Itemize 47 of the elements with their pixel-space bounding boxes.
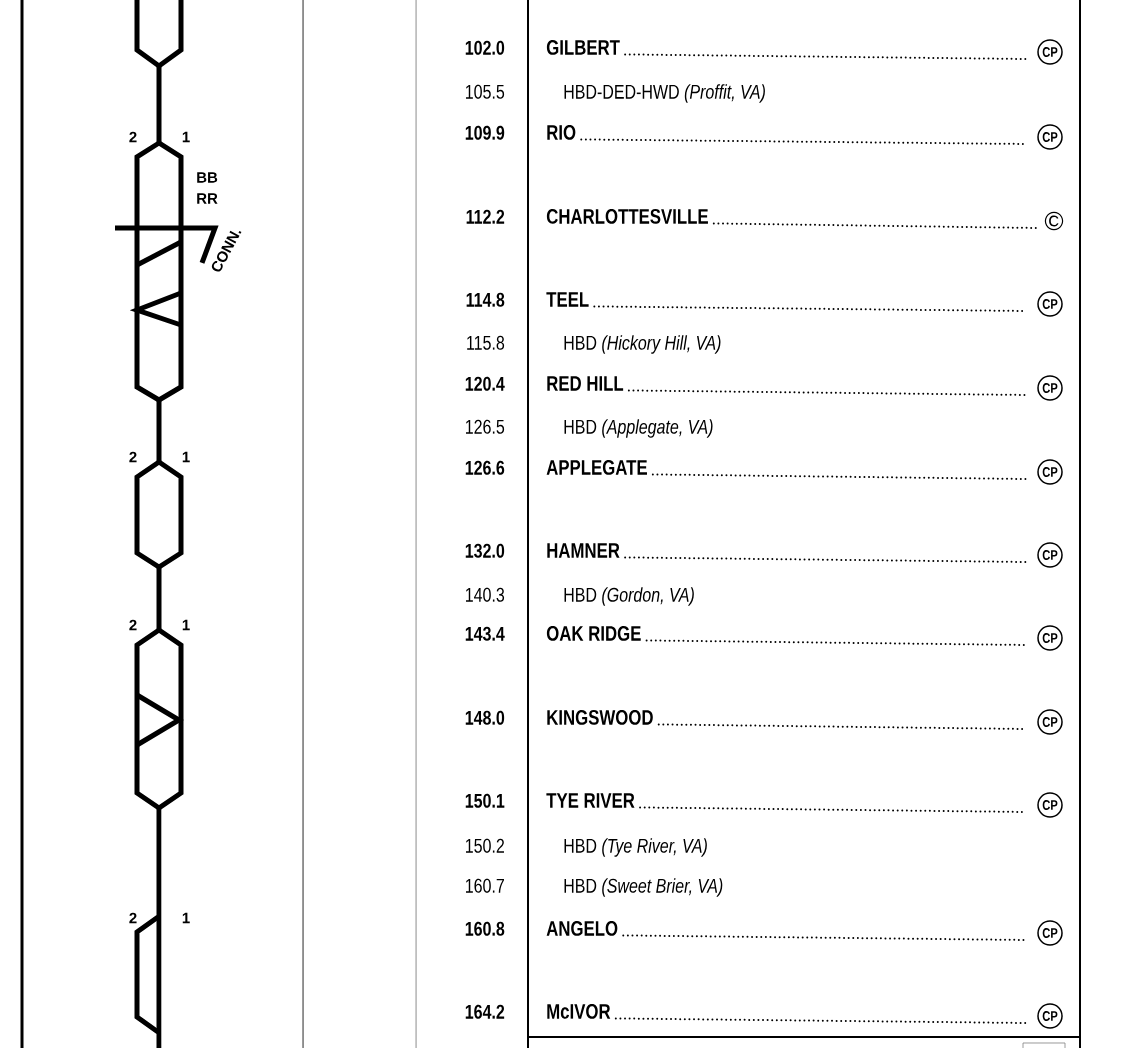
milepost-number: 160.8 — [465, 921, 505, 936]
track-number: 1 — [182, 451, 190, 463]
milepost-number: 114.8 — [466, 292, 505, 307]
station-name: HAMNER — [547, 543, 620, 558]
detector-entry: HBD (Sweet Brier, VA) — [564, 878, 723, 897]
track-number: 2 — [129, 619, 137, 631]
detector-entry: HBD (Hickory Hill, VA) — [564, 335, 721, 354]
milepost-number: 140.3 — [466, 587, 505, 602]
track-number: 1 — [182, 619, 190, 631]
milepost-number: 126.5 — [466, 419, 505, 434]
milepost-number: 102.0 — [465, 40, 505, 55]
milepost-number: 126.6 — [465, 460, 505, 475]
station-name: TYE RIVER — [546, 793, 635, 808]
milepost-number: 132.0 — [465, 543, 505, 558]
detector-entry: HBD (Tye River, VA) — [564, 838, 707, 857]
milepost-number: 150.2 — [466, 838, 504, 853]
copyright-symbol: © — [1044, 211, 1064, 231]
milepost-number: 105.5 — [466, 84, 505, 99]
station-name: RED HILL — [547, 376, 624, 391]
milepost-number: 164.2 — [465, 1004, 505, 1019]
track-number: 2 — [129, 451, 137, 463]
track-number: 2 — [129, 912, 137, 924]
milepost-number: 109.9 — [465, 125, 505, 140]
station-name: McIVOR — [547, 1004, 611, 1019]
station-name: OAK RIDGE — [546, 625, 641, 641]
station-name: TEEL — [546, 292, 589, 307]
track-label: BB — [197, 172, 218, 183]
milepost-number: 115.8 — [467, 335, 505, 350]
detector-entry: HBD (Gordon, VA) — [564, 587, 694, 606]
milepost-number: 160.7 — [466, 878, 504, 893]
track-label: RR — [197, 193, 218, 204]
milepost-number: 120.4 — [465, 376, 505, 391]
milepost-number: 148.0 — [465, 710, 505, 725]
milepost-number: 112.2 — [466, 209, 505, 224]
track-number: 1 — [182, 912, 190, 924]
station-name: APPLEGATE — [546, 459, 647, 475]
milepost-number: 143.4 — [465, 626, 505, 641]
station-name: CHARLOTTESVILLE — [546, 208, 708, 224]
station-name: KINGSWOOD — [547, 709, 653, 725]
station-name: ANGELO — [546, 920, 618, 936]
detector-entry: HBD-DED-HWD (Proffit, VA) — [564, 84, 765, 103]
track-number: 2 — [129, 131, 137, 143]
station-name: RIO — [547, 124, 576, 140]
station-name: GILBERT — [546, 39, 620, 55]
track-number: 1 — [182, 131, 190, 143]
detector-entry: HBD (Applegate, VA) — [564, 419, 713, 438]
milepost-number: 150.1 — [465, 793, 505, 808]
